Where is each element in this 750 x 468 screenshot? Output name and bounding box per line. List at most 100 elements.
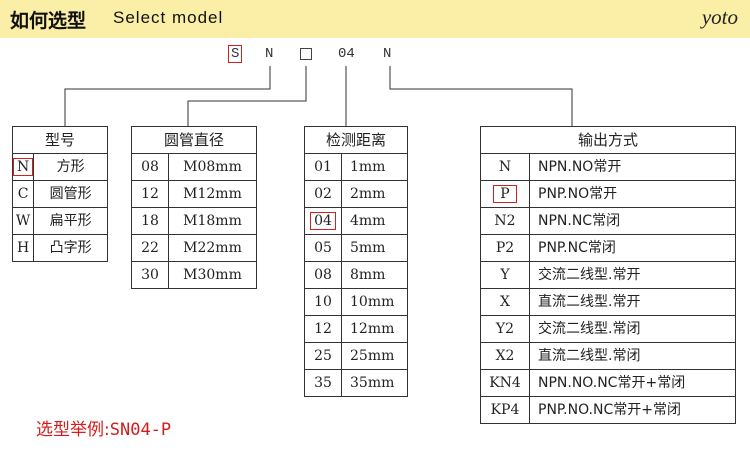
page-title-en: Select model [113,8,224,27]
table-row: 12 M12mm [131,180,257,208]
type-table-header: 型号 [12,126,108,154]
output-code: KN4 [480,369,530,397]
table-row: N2 NPN.NC常闭 [480,207,736,235]
table-row: C 圆管形 [11,180,108,208]
distance-value: 2mm [341,180,408,208]
example-code: SN04-P [109,420,172,440]
output-desc: PNP.NC常闭 [529,234,736,262]
table-row: P PNP.NO常开 [480,180,736,208]
type-name: 凸字形 [33,234,108,262]
table-row: 08 8mm [304,261,408,289]
diameter-code: 12 [131,180,169,208]
distance-value: 10mm [341,288,408,316]
table-row: N 方形 [11,153,108,181]
table-row: 25 25mm [304,342,408,370]
table-row: X 直流二线型.常开 [480,288,736,316]
output-desc: PNP.NO.NC常开+常闭 [529,396,736,424]
diameter-code: 30 [131,261,169,289]
output-desc: NPN.NO.NC常开+常闭 [529,369,736,397]
output-code: X2 [480,342,530,370]
distance-code: 08 [304,261,342,289]
diameter-code: 22 [131,234,169,262]
code-part-type: N [265,46,274,62]
code-part-diameter-placeholder [300,48,312,65]
table-row: N NPN.NO常开 [480,153,736,181]
distance-code: 35 [304,369,342,397]
table-row: 12 12mm [304,315,408,343]
diameter-code: 18 [131,207,169,235]
output-desc: 直流二线型.常闭 [529,342,736,370]
distance-code: 10 [304,288,342,316]
type-name: 圆管形 [33,180,108,208]
code-part-output: N [383,46,392,62]
type-code: C [11,180,35,208]
table-row: 30 M30mm [131,261,257,289]
table-row: H 凸字形 [11,234,108,262]
selection-example: 选型举例:SN04-P [36,415,171,440]
distance-code: 02 [304,180,342,208]
distance-value: 4mm [341,207,408,235]
output-desc: PNP.NO常开 [529,180,736,208]
distance-code: 12 [304,315,342,343]
diameter-value: M22mm [168,234,257,262]
type-name: 扁平形 [33,207,108,235]
type-table: 型号 N 方形 C 圆管形 W 扁平形 H 凸字形 [11,126,108,262]
table-row: Y2 交流二线型.常闭 [480,315,736,343]
table-row: 35 35mm [304,369,408,397]
distance-table: 检测距离 01 1mm 02 2mm 04 4mm 05 5mm 08 8mm … [304,126,408,397]
output-desc: NPN.NC常闭 [529,207,736,235]
code-part-series: S [228,45,243,63]
table-row: W 扁平形 [11,207,108,235]
output-code: N2 [480,207,530,235]
table-row: 18 M18mm [131,207,257,235]
table-row: 02 2mm [304,180,408,208]
distance-value: 12mm [341,315,408,343]
table-row: 05 5mm [304,234,408,262]
diameter-table: 圆管直径 08 M08mm 12 M12mm 18 M18mm 22 M22mm… [131,126,257,289]
diameter-table-header: 圆管直径 [131,126,257,154]
output-code: P2 [480,234,530,262]
output-desc: 交流二线型.常开 [529,261,736,289]
page-title-cn: 如何选型 [10,10,87,32]
output-code: KP4 [480,396,530,424]
distance-table-header: 检测距离 [304,126,408,154]
table-row: P2 PNP.NC常闭 [480,234,736,262]
output-table: 输出方式 N NPN.NO常开 P PNP.NO常开 N2 NPN.NC常闭 P… [480,126,736,424]
brand-logo: yoto [701,5,738,29]
output-code: Y2 [480,315,530,343]
output-code: X [480,288,530,316]
table-row: 01 1mm [304,153,408,181]
output-desc: NPN.NO常开 [529,153,736,181]
distance-value: 8mm [341,261,408,289]
distance-value: 35mm [341,369,408,397]
diameter-value: M30mm [168,261,257,289]
type-code: W [11,207,35,235]
output-desc: 直流二线型.常开 [529,288,736,316]
table-row: X2 直流二线型.常闭 [480,342,736,370]
diameter-value: M08mm [168,153,257,181]
type-name: 方形 [33,153,108,181]
table-row: KN4 NPN.NO.NC常开+常闭 [480,369,736,397]
table-row: Y 交流二线型.常开 [480,261,736,289]
distance-value: 1mm [341,153,408,181]
example-label: 选型举例: [36,420,110,440]
table-row: 08 M08mm [131,153,257,181]
distance-value: 5mm [341,234,408,262]
header-bar: 如何选型 Select model yoto [0,0,750,38]
distance-code: 25 [304,342,342,370]
table-row: 22 M22mm [131,234,257,262]
output-desc: 交流二线型.常闭 [529,315,736,343]
output-table-header: 输出方式 [480,126,736,154]
type-code-selected: N [13,158,34,176]
code-part-distance: 04 [338,46,355,62]
output-code: N [480,153,530,181]
table-row: KP4 PNP.NO.NC常开+常闭 [480,396,736,424]
type-code: H [11,234,35,262]
table-row: 04 4mm [304,207,408,235]
diameter-value: M12mm [168,180,257,208]
diameter-code: 08 [131,153,169,181]
output-code-selected: P [493,185,517,203]
distance-code: 01 [304,153,342,181]
distance-value: 25mm [341,342,408,370]
